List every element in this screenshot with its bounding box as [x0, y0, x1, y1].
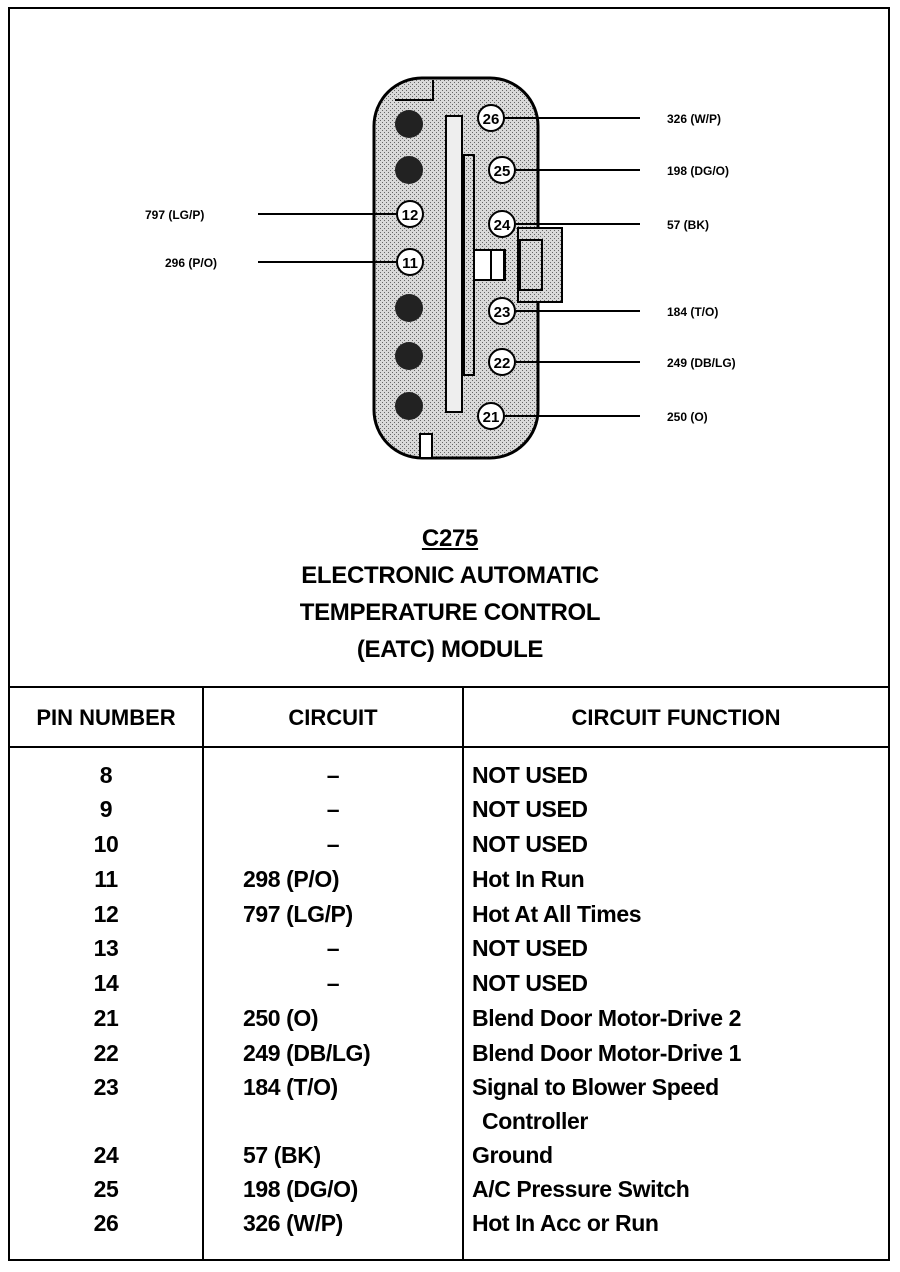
circuit-cell: 326 (W/P)	[243, 1210, 343, 1236]
function-cell: Blend Door Motor-Drive 1	[472, 1040, 741, 1066]
pin-cavity-unused	[395, 392, 423, 420]
circuit-cell: –	[326, 831, 340, 857]
module-title-line-2: TEMPERATURE CONTROL	[299, 599, 601, 626]
pin-26	[477, 104, 505, 132]
pin-11-circuit-label: 296 (P/O)	[165, 256, 217, 270]
pin-number-cell: 14	[93, 970, 119, 996]
circuit-cell: –	[326, 970, 340, 996]
function-cell: Hot In Acc or Run	[472, 1210, 659, 1236]
pin-number-cell: 9	[99, 796, 113, 822]
pin-number-cell: 21	[93, 1005, 119, 1031]
pin-number-cell: 25	[93, 1176, 119, 1202]
circuit-cell: 198 (DG/O)	[243, 1176, 358, 1202]
pin-24-circuit-label: 57 (BK)	[667, 218, 709, 232]
pin-25-number: 25	[494, 163, 511, 180]
module-title-line-3: (EATC) MODULE	[356, 636, 544, 663]
function-cell: A/C Pressure Switch	[472, 1176, 690, 1202]
circuit-cell: 298 (P/O)	[243, 866, 340, 892]
function-cell: NOT USED	[472, 831, 588, 857]
pin-24	[488, 210, 516, 238]
function-cell: NOT USED	[472, 796, 588, 822]
function-line: Signal to Blower Speed	[472, 1074, 719, 1100]
pin-cavity-unused	[395, 110, 423, 138]
pin-number-cell: 12	[93, 901, 119, 927]
pin-number-cell: 11	[94, 866, 118, 892]
table-header-divider	[8, 746, 890, 748]
pin-number-cell: 13	[93, 935, 119, 961]
pin-number-cell: 8	[99, 762, 113, 788]
function-cell: Signal to Blower Speed Controller	[472, 1070, 882, 1138]
pin-number-cell: 24	[93, 1142, 119, 1168]
header-pin-number: PIN NUMBER	[36, 705, 176, 730]
module-title-line-1: ELECTRONIC AUTOMATIC	[301, 562, 599, 589]
pin-number-cell: 26	[93, 1210, 119, 1236]
pin-12-number: 12	[402, 207, 419, 224]
circuit-cell: 797 (LG/P)	[243, 901, 353, 927]
column-divider-2	[462, 686, 464, 1261]
pin-number-cell: 22	[93, 1040, 119, 1066]
function-line: Controller	[482, 1108, 588, 1134]
connector-diagram: 12 797 (LG/P) 11 296 (P/O) 26 326 (W/P) …	[145, 76, 736, 460]
function-cell: Blend Door Motor-Drive 2	[472, 1005, 741, 1031]
circuit-cell: 250 (O)	[243, 1005, 319, 1031]
header-circuit-function: CIRCUIT FUNCTION	[571, 705, 781, 730]
circuit-cell: –	[326, 935, 340, 961]
pin-22-number: 22	[494, 355, 511, 372]
pin-21	[477, 402, 505, 430]
pin-24-number: 24	[494, 217, 511, 234]
circuit-cell: –	[326, 762, 340, 788]
pin-cavity-unused	[395, 342, 423, 370]
pin-cavity-unused	[395, 156, 423, 184]
page-frame	[8, 7, 890, 1261]
function-cell: NOT USED	[472, 970, 588, 996]
function-cell: NOT USED	[472, 935, 588, 961]
connector-key-bottom	[419, 433, 433, 459]
pin-12-circuit-label: 797 (LG/P)	[145, 208, 204, 222]
pin-21-number: 21	[483, 409, 500, 426]
function-cell: Hot In Run	[472, 866, 585, 892]
pin-23-circuit-label: 184 (T/O)	[667, 305, 718, 319]
table-top-border	[8, 686, 890, 688]
pin-25-circuit-label: 198 (DG/O)	[667, 164, 729, 178]
pin-22-circuit-label: 249 (DB/LG)	[667, 356, 736, 370]
pin-21-circuit-label: 250 (O)	[667, 410, 708, 424]
pin-23	[488, 297, 516, 325]
column-divider-1	[202, 686, 204, 1261]
circuit-cell: 57 (BK)	[243, 1142, 321, 1168]
circuit-cell: 249 (DB/LG)	[243, 1040, 371, 1066]
pin-11-number: 11	[402, 255, 418, 272]
pin-26-number: 26	[483, 111, 500, 128]
pin-cavity-unused	[395, 294, 423, 322]
pin-number-cell: 23	[93, 1074, 119, 1100]
connector-center-slot	[445, 115, 463, 413]
pin-26-circuit-label: 326 (W/P)	[667, 112, 721, 126]
function-cell: Hot At All Times	[472, 901, 642, 927]
pin-12	[396, 200, 424, 228]
header-circuit: CIRCUIT	[288, 705, 378, 730]
circuit-cell: 184 (T/O)	[243, 1074, 338, 1100]
connector-title-block: C275 ELECTRONIC AUTOMATIC TEMPERATURE CO…	[0, 520, 900, 668]
pin-11	[396, 248, 424, 276]
circuit-cell: –	[326, 796, 340, 822]
function-cell: Ground	[472, 1142, 553, 1168]
pin-25	[488, 156, 516, 184]
connector-id: C275	[421, 525, 479, 552]
pin-22	[488, 348, 516, 376]
pin-23-number: 23	[494, 304, 511, 321]
function-cell: NOT USED	[472, 762, 588, 788]
pin-number-cell: 10	[93, 831, 119, 857]
